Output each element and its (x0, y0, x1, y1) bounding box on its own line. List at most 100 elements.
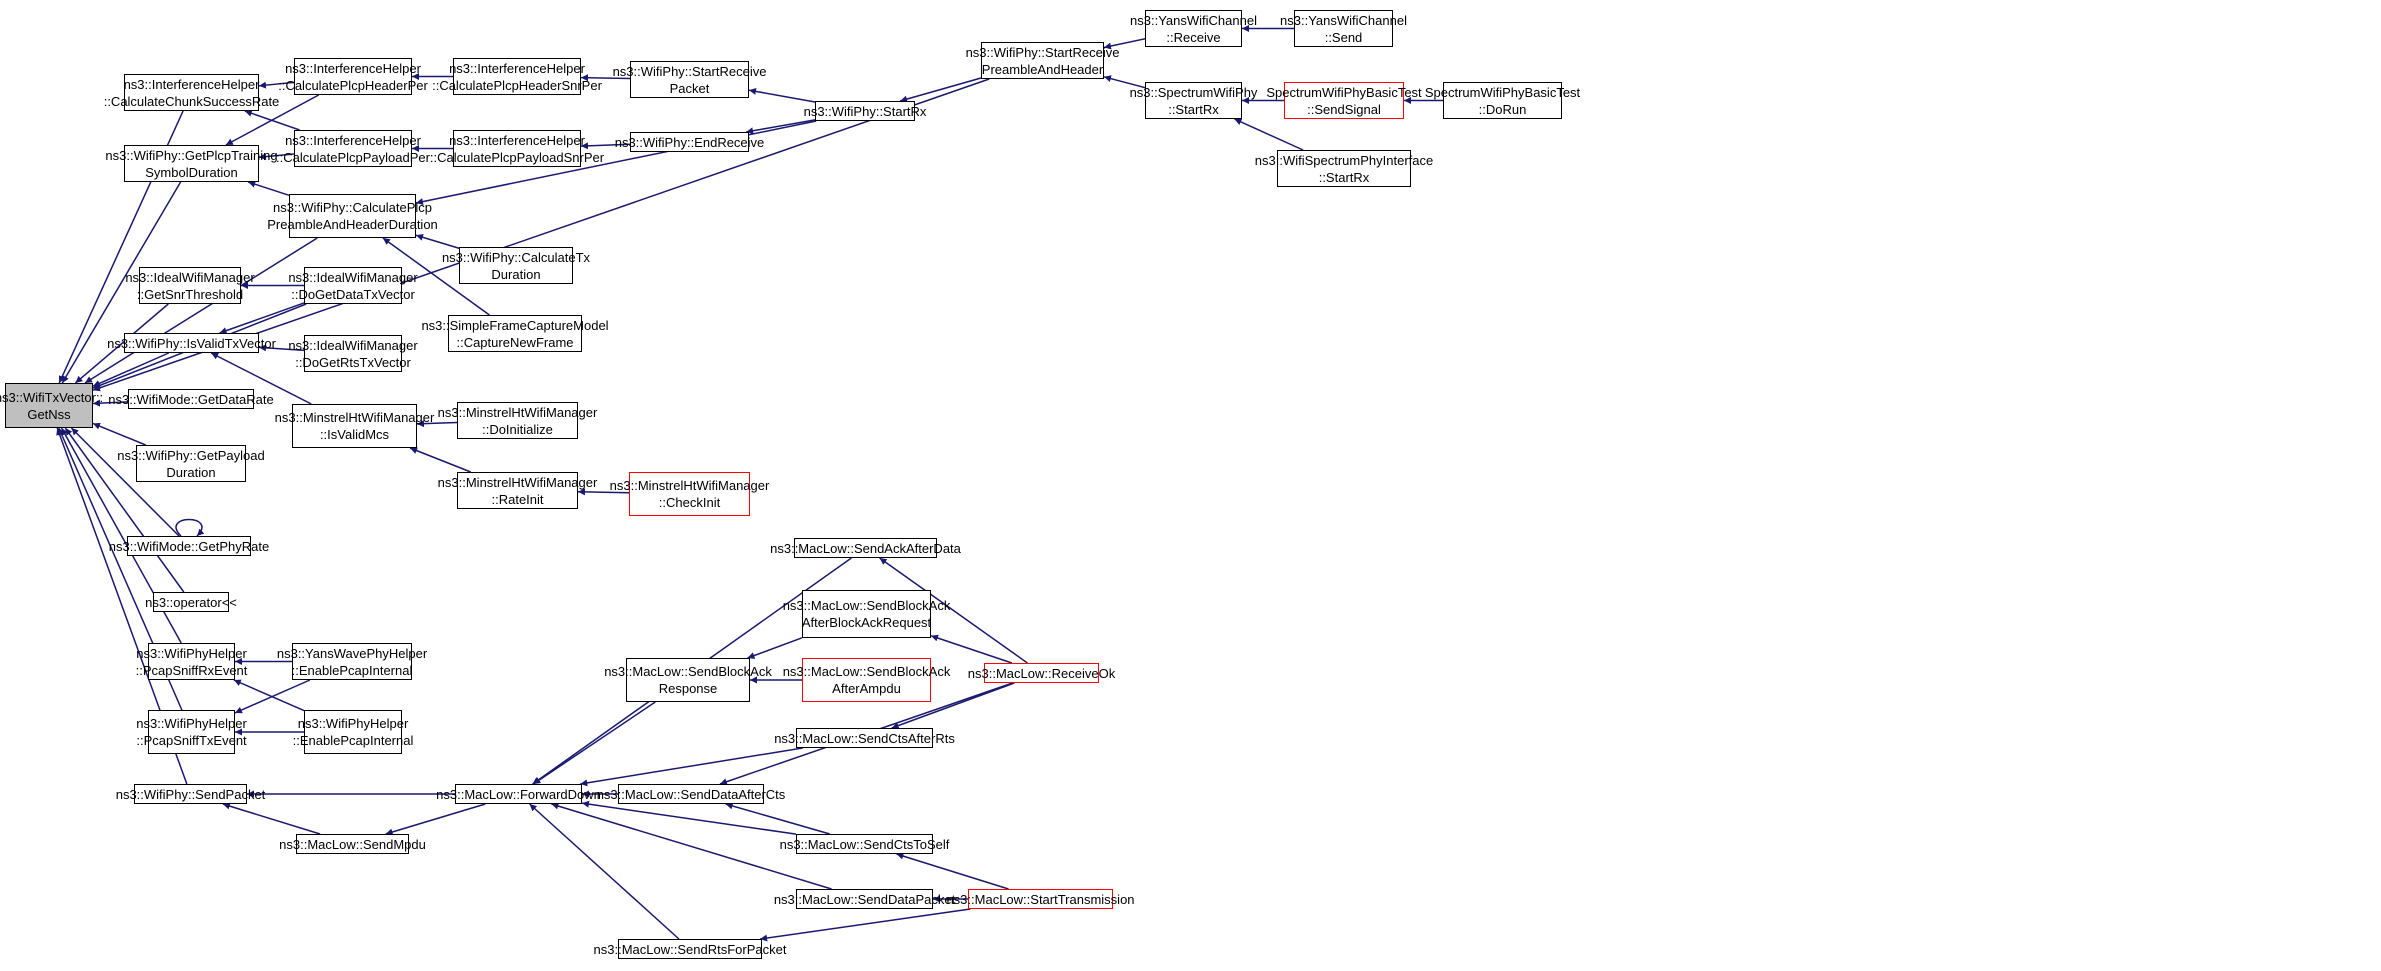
node-label-line: ::DoGetDataTxVector (291, 286, 415, 302)
node-ml-srfp[interactable]: ns3::MacLow::SendRtsForPacket (594, 939, 786, 959)
edge-line (551, 802, 832, 890)
node-ih-ccsr[interactable]: ns3::InterferenceHelper::CalculateChunkS… (104, 74, 279, 111)
node-label-line: ns3::MinstrelHtWifiManager (274, 410, 435, 425)
node-ml-receiveok[interactable]: ns3::MacLow::ReceiveOk (968, 663, 1115, 683)
node-label-line: ns3::MacLow::SendAckAfterData (770, 540, 961, 556)
node-ml-scts[interactable]: ns3::MacLow::SendCtsToSelf (780, 834, 949, 854)
edge-swp-startrx-to-wp-srpah (1103, 75, 1146, 89)
node-label-line: AfterAmpdu (832, 681, 901, 696)
node-label-line: ns3::MacLow::StartTransmission (946, 891, 1135, 907)
node-ywc-send[interactable]: ns3::YansWifiChannel::Send (1280, 10, 1407, 47)
node-ml-sdp[interactable]: ns3::MacLow::SendDataPacket (774, 889, 955, 909)
node-label-line: ::DoGetRtsTxVector (295, 354, 411, 370)
edge-line (225, 94, 320, 146)
edge-line (222, 802, 321, 835)
node-swpbt-dorun[interactable]: SpectrumWifiPhyBasicTest::DoRun (1425, 82, 1580, 119)
node-op-out[interactable]: ns3::operator<< (145, 592, 237, 612)
edge-ml-starttx-to-ml-scts (896, 852, 1009, 890)
node-mhwm-doinit[interactable]: ns3::MinstrelHtWifiManager::DoInitialize (438, 402, 597, 439)
edge-line (745, 119, 816, 135)
node-wph-epi[interactable]: ns3::WifiPhyHelper::EnablePcapInternal (293, 710, 413, 754)
node-ml-sdac[interactable]: ns3::MacLow::SendDataAfterCts (597, 784, 785, 804)
node-iwm-gst[interactable]: ns3::IdealWifiManager::GetSnrThreshold (125, 267, 255, 304)
node-wm-gpr[interactable]: ns3::WifiMode::GetPhyRate (109, 536, 269, 556)
edge-ml-sendmpdu-to-wp-sendpacket (222, 802, 321, 835)
node-label-line: ::RateInit (491, 491, 544, 507)
node-root[interactable]: ns3::WifiTxVector::GetNss (0, 383, 103, 428)
node-ih-cppsp[interactable]: ns3::InterferenceHelper::CalculatePlcpPa… (430, 130, 604, 167)
node-iwm-dgdtv[interactable]: ns3::IdealWifiManager::DoGetDataTxVector (288, 267, 418, 304)
edge-wp-startrx-to-wp-sreceive (748, 87, 816, 103)
node-label-line: ns3::MacLow::ReceiveOk (967, 665, 1116, 681)
node-wph-pstx[interactable]: ns3::WifiPhyHelper::PcapSniffTxEvent (136, 710, 247, 754)
node-wp-sendpacket[interactable]: ns3::WifiPhy::SendPacket (116, 784, 265, 804)
edge-line (580, 142, 631, 150)
node-label-line: ::PcapSniffRxEvent (135, 662, 248, 678)
edge-line (896, 852, 1009, 890)
edge-wp-startrx-to-wp-cppahd (415, 120, 817, 206)
edge-line (416, 420, 458, 428)
node-label-line: ns3::MacLow::SendCtsAfterRts (774, 730, 955, 746)
node-label-line: PreambleAndHeader (981, 61, 1104, 77)
node-ih-cppp[interactable]: ns3::InterferenceHelper::CalculatePlcpPa… (276, 130, 430, 167)
edge-ml-sdp-to-ml-forwarddown (551, 802, 832, 890)
edge-wspi-startrx-to-swp-startrx (1234, 118, 1304, 151)
node-ml-sendmpdu[interactable]: ns3::MacLow::SendMpdu (279, 834, 426, 854)
node-wspi-startrx[interactable]: ns3::WifiSpectrumPhyInterface::StartRx (1255, 150, 1433, 187)
edge-ml-forwarddown-to-ml-sendmpdu (385, 803, 486, 836)
node-label-line: ns3::InterferenceHelper (285, 60, 421, 76)
edge-line (175, 518, 205, 537)
node-mhwm-ivm[interactable]: ns3::MinstrelHtWifiManager::IsValidMcs (275, 404, 434, 448)
edge-line (61, 181, 182, 384)
node-ih-cphsp[interactable]: ns3::InterferenceHelper::CalculatePlcpHe… (432, 58, 602, 95)
edge-line (747, 637, 803, 659)
edge-line (529, 803, 680, 940)
edge-line (748, 87, 816, 103)
node-ml-forwarddown[interactable]: ns3::MacLow::ForwardDown (436, 784, 601, 804)
edge-line (415, 120, 817, 206)
node-label-line: ::EnablePcapInternal (291, 662, 413, 678)
node-ywc-receive[interactable]: ns3::YansWifiChannel::Receive (1130, 10, 1257, 47)
node-ml-saad[interactable]: ns3::MacLow::SendAckAfterData (770, 538, 961, 558)
node-ih-cphp[interactable]: ns3::InterferenceHelper::CalculatePlcpHe… (278, 58, 428, 95)
node-swp-startrx[interactable]: ns3::SpectrumWifiPhy::StartRx (1130, 82, 1257, 119)
edge-mhwm-rateinit-to-mhwm-ivm (409, 447, 472, 473)
node-label-line: ns3::WifiPhy::StartReceive (612, 63, 767, 79)
node-label-line: Response (658, 681, 718, 696)
node-wm-gdr[interactable]: ns3::WifiMode::GetDataRate (108, 389, 274, 409)
node-mhwm-rateinit[interactable]: ns3::MinstrelHtWifiManager::RateInit (438, 472, 597, 509)
node-label-line: ns3::MinstrelHtWifiManager (437, 404, 598, 420)
node-iwm-dgrtv[interactable]: ns3::IdealWifiManager::DoGetRtsTxVector (288, 335, 418, 372)
node-label-line: ns3::MacLow::ForwardDown (436, 786, 601, 802)
node-wp-ivtv[interactable]: ns3::WifiPhy::IsValidTxVector (107, 333, 276, 353)
node-ywph-epi[interactable]: ns3::YansWavePhyHelper::EnablePcapIntern… (277, 643, 427, 680)
node-label-line: ns3::WifiMode::GetDataRate (108, 391, 274, 407)
edge-mhwm-doinit-to-mhwm-ivm (416, 420, 458, 428)
node-ml-scar[interactable]: ns3::MacLow::SendCtsAfterRts (774, 728, 955, 748)
edge-line (725, 802, 831, 835)
edge-line (234, 679, 311, 714)
node-swpbt-sendsignal[interactable]: SpectrumWifiPhyBasicTest::SendSignal (1266, 82, 1422, 119)
node-mhwm-checkinit[interactable]: ns3::MinstrelHtWifiManager::CheckInit (610, 472, 769, 516)
node-ml-starttx[interactable]: ns3::MacLow::StartTransmission (946, 889, 1135, 909)
node-wph-psrx[interactable]: ns3::WifiPhyHelper::PcapSniffRxEvent (136, 643, 247, 680)
node-wp-endreceive[interactable]: ns3::WifiPhy::EndReceive (615, 132, 764, 152)
node-sfcm-cnf[interactable]: ns3::SimpleFrameCaptureModel::CaptureNew… (421, 315, 609, 352)
edge-line (891, 682, 1015, 729)
edge-line (70, 427, 180, 537)
edge-line (258, 344, 305, 352)
node-label-line: ns3::MacLow::SendBlockAck (782, 664, 951, 679)
node-wp-startrx[interactable]: ns3::WifiPhy::StartRx (804, 101, 926, 121)
edge-line (92, 352, 170, 387)
node-label-line: ns3::YansWifiChannel (1280, 12, 1407, 28)
